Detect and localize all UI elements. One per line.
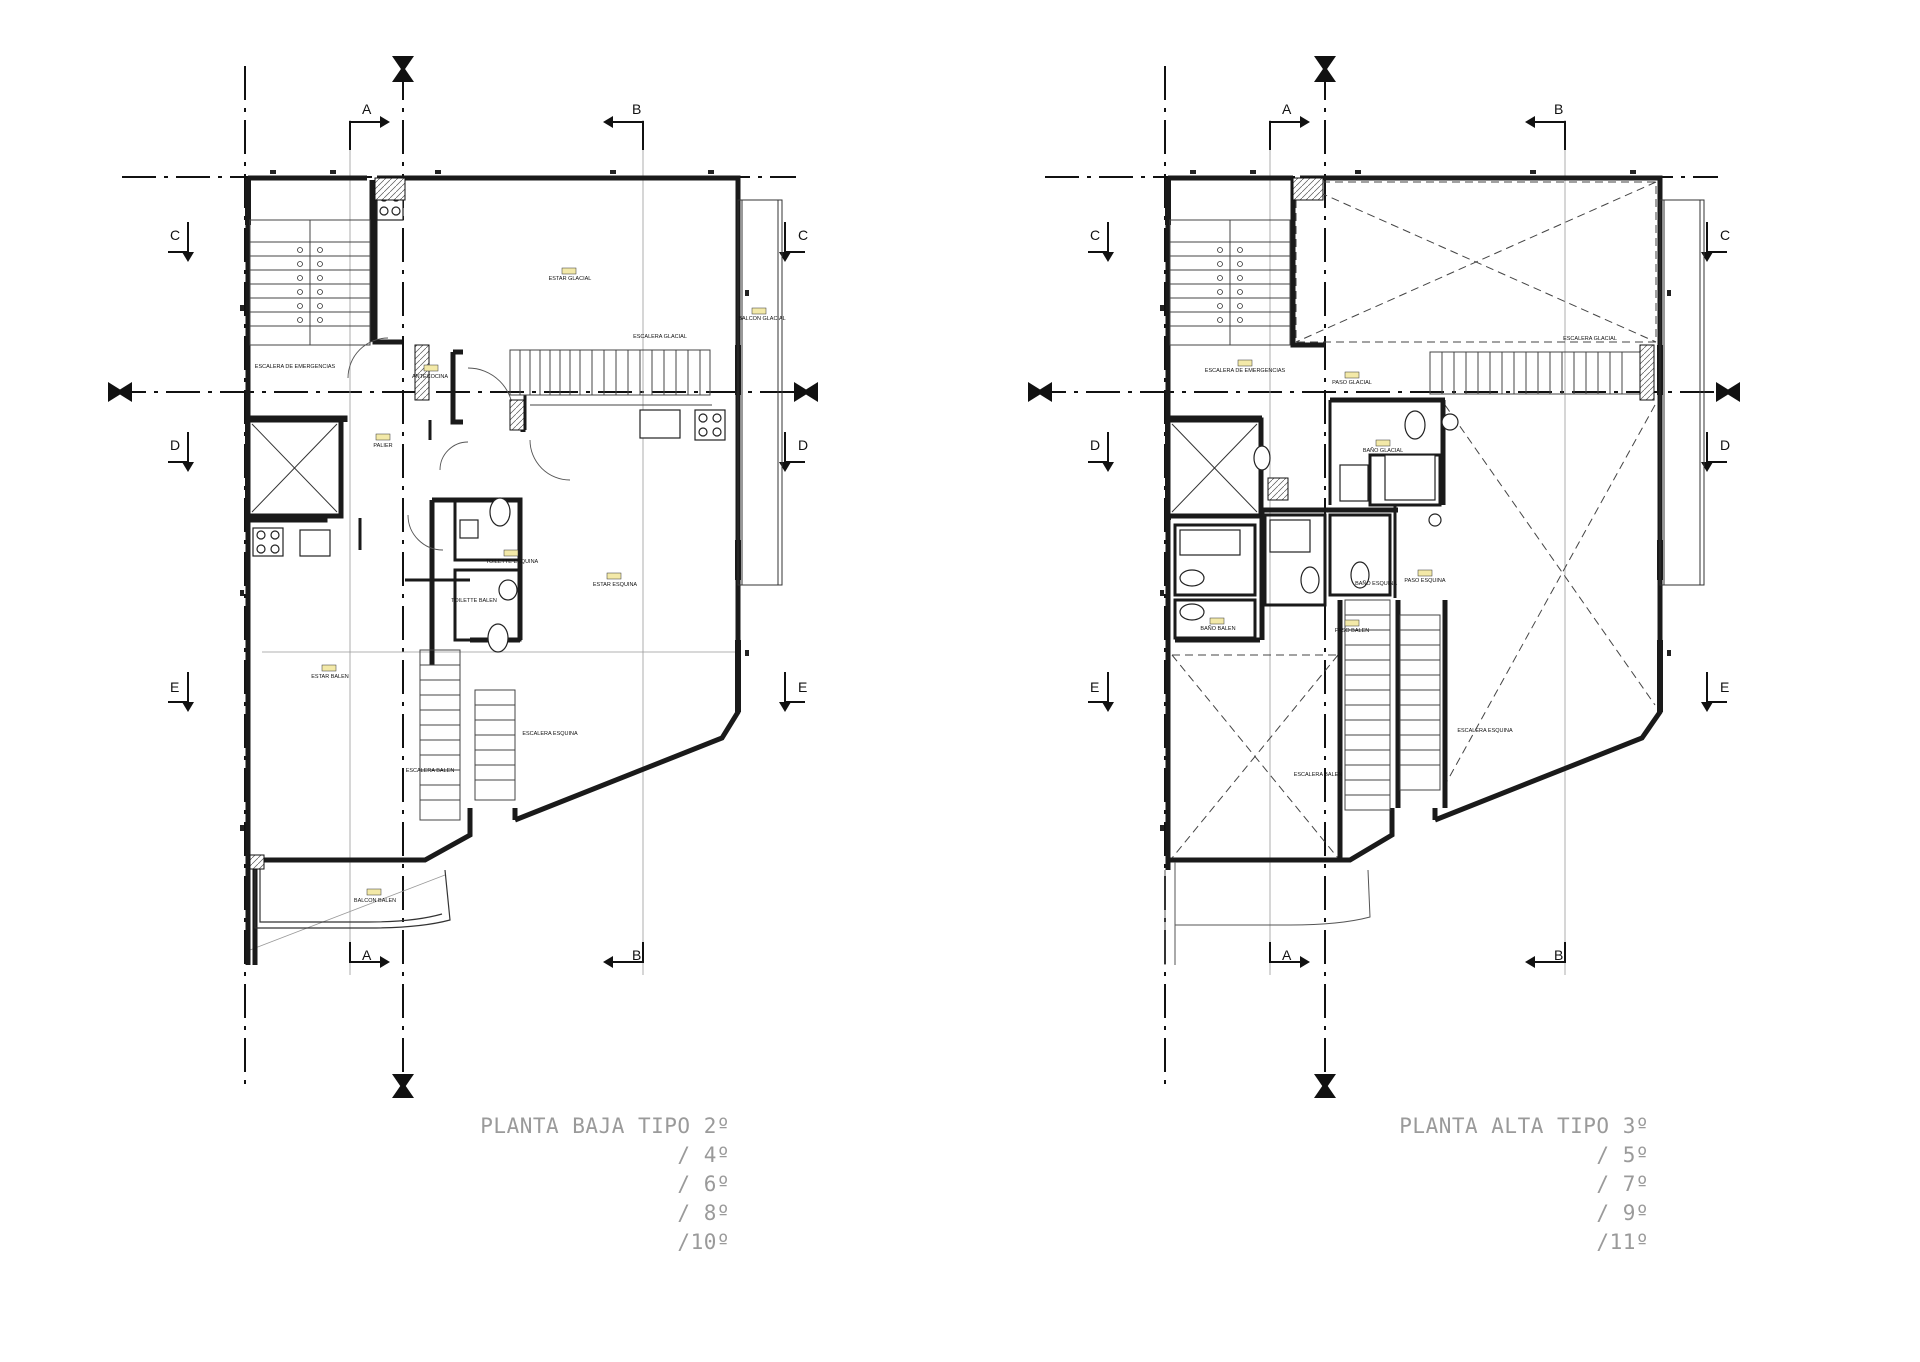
room-label: TOILETTE ESQUINA bbox=[486, 559, 539, 565]
stair-nodes bbox=[1217, 247, 1243, 323]
balcony-balen-outline bbox=[1164, 862, 1371, 965]
balen-esquina-stairs bbox=[1344, 599, 1441, 811]
room-tags bbox=[321, 267, 767, 896]
emergency-stair bbox=[1169, 219, 1291, 346]
room-label: ESCALERA BALEN bbox=[406, 768, 455, 774]
section-c-right: C bbox=[1720, 227, 1730, 243]
columns bbox=[1267, 177, 1655, 501]
section-e-left: E bbox=[1090, 679, 1099, 695]
room-label: ANTECOCINA bbox=[412, 374, 448, 380]
elevator-void bbox=[1165, 417, 1264, 519]
room-label: BAÑO ESQUINA bbox=[1355, 580, 1397, 587]
double-height-voids bbox=[1171, 181, 1657, 859]
room-label: PASO GLACIAL bbox=[1332, 380, 1372, 386]
room-label: BAÑO BALEN bbox=[1200, 625, 1235, 632]
caption-line: / 6º bbox=[677, 1172, 730, 1196]
section-a-top: A bbox=[362, 101, 372, 117]
room-label: ESCALERA GLACIAL bbox=[1563, 336, 1617, 342]
caption-planta-baja: PLANTA BAJA TIPO 2º / 4º / 6º / 8º /10º bbox=[480, 1112, 730, 1257]
caption-title: PLANTA BAJA TIPO 2º bbox=[480, 1114, 730, 1138]
section-e-right: E bbox=[1720, 679, 1729, 695]
section-b-bottom: B bbox=[632, 947, 641, 963]
section-letters: A B A B C C D D E E bbox=[170, 101, 808, 963]
room-label: PASO BALEN bbox=[1335, 628, 1369, 634]
section-c-left: C bbox=[170, 227, 180, 243]
grid-axes bbox=[112, 66, 810, 1088]
room-label: BALCON GLACIAL bbox=[738, 316, 785, 322]
axis-arrows bbox=[108, 56, 818, 1098]
elevator-void bbox=[245, 417, 344, 519]
caption-line: / 4º bbox=[677, 1143, 730, 1167]
glacial-stair bbox=[509, 349, 712, 406]
caption-line: / 9º bbox=[1596, 1201, 1649, 1225]
room-label: ESCALERA DE EMERGENCIAS bbox=[1205, 368, 1286, 374]
room-label: PALIER bbox=[373, 443, 392, 449]
section-a-bottom: A bbox=[362, 947, 372, 963]
room-label: PASO ESQUINA bbox=[1404, 578, 1445, 584]
balcony-glacial bbox=[737, 199, 783, 586]
caption-line: / 8º bbox=[677, 1201, 730, 1225]
section-d-right: D bbox=[798, 437, 808, 453]
axis-arrows bbox=[1028, 56, 1740, 1098]
section-d-left: D bbox=[170, 437, 180, 453]
section-c-left: C bbox=[1090, 227, 1100, 243]
room-label: ESCALERA ESQUINA bbox=[522, 731, 578, 737]
room-label: ESTAR BALEN bbox=[311, 674, 349, 680]
room-labels: ESCALERA DE EMERGENCIAS PASO GLACIAL BAÑ… bbox=[1200, 336, 1616, 778]
plan-planta-alta: A B A B C C D D E E bbox=[1028, 56, 1740, 1098]
bathroom-fixtures bbox=[1179, 410, 1459, 621]
section-b-top: B bbox=[1554, 101, 1563, 117]
room-label: BALCON BALEN bbox=[354, 898, 396, 904]
caption-line: /10º bbox=[677, 1230, 730, 1254]
section-b-top: B bbox=[632, 101, 641, 117]
section-letters: A B A B C C D D E E bbox=[1090, 101, 1730, 963]
caption-line: /11º bbox=[1596, 1230, 1649, 1254]
section-marker-heads bbox=[1102, 116, 1713, 968]
section-c-right: C bbox=[798, 227, 808, 243]
section-a-bottom: A bbox=[1282, 947, 1292, 963]
door-swings bbox=[347, 337, 571, 551]
section-b-bottom: B bbox=[1554, 947, 1563, 963]
grid-axes bbox=[1032, 66, 1732, 1088]
balcony-glacial bbox=[1659, 199, 1705, 586]
room-label: ESCALERA BALEN bbox=[1294, 772, 1343, 778]
room-label: ESTAR GLACIAL bbox=[549, 276, 592, 282]
dimension-ticks bbox=[240, 170, 749, 831]
room-label: BAÑO GLACIAL bbox=[1363, 447, 1403, 454]
section-e-left: E bbox=[170, 679, 179, 695]
section-e-right: E bbox=[798, 679, 807, 695]
section-a-top: A bbox=[1282, 101, 1292, 117]
room-label: TOILETTE BALEN bbox=[451, 598, 497, 604]
stair-nodes bbox=[297, 247, 323, 323]
room-labels: ESCALERA DE EMERGENCIAS ESTAR GLACIAL BA… bbox=[255, 276, 786, 904]
emergency-stair bbox=[249, 219, 371, 346]
plan-planta-baja: A B A B C C D D E E bbox=[108, 56, 818, 1098]
dimension-ticks bbox=[1160, 170, 1671, 831]
interior-walls bbox=[1168, 180, 1448, 860]
section-d-left: D bbox=[1090, 437, 1100, 453]
columns bbox=[249, 177, 525, 870]
caption-line: / 5º bbox=[1596, 1143, 1649, 1167]
room-label: ESTAR ESQUINA bbox=[593, 582, 638, 588]
room-label: ESCALERA DE EMERGENCIAS bbox=[255, 364, 336, 370]
caption-line: / 7º bbox=[1596, 1172, 1649, 1196]
room-tags bbox=[1209, 359, 1433, 627]
caption-title: PLANTA ALTA TIPO 3º bbox=[1399, 1114, 1649, 1138]
section-d-right: D bbox=[1720, 437, 1730, 453]
construction-lines bbox=[1269, 120, 1566, 975]
interior-partitions bbox=[1173, 400, 1442, 640]
balcony-balen bbox=[254, 862, 451, 929]
balen-stair bbox=[419, 649, 516, 821]
room-label: ESCALERA GLACIAL bbox=[633, 334, 687, 340]
caption-planta-alta: PLANTA ALTA TIPO 3º / 5º / 7º / 9º /11º bbox=[1399, 1112, 1649, 1257]
room-label: ESCALERA ESQUINA bbox=[1457, 728, 1513, 734]
glacial-stair bbox=[1429, 351, 1641, 395]
